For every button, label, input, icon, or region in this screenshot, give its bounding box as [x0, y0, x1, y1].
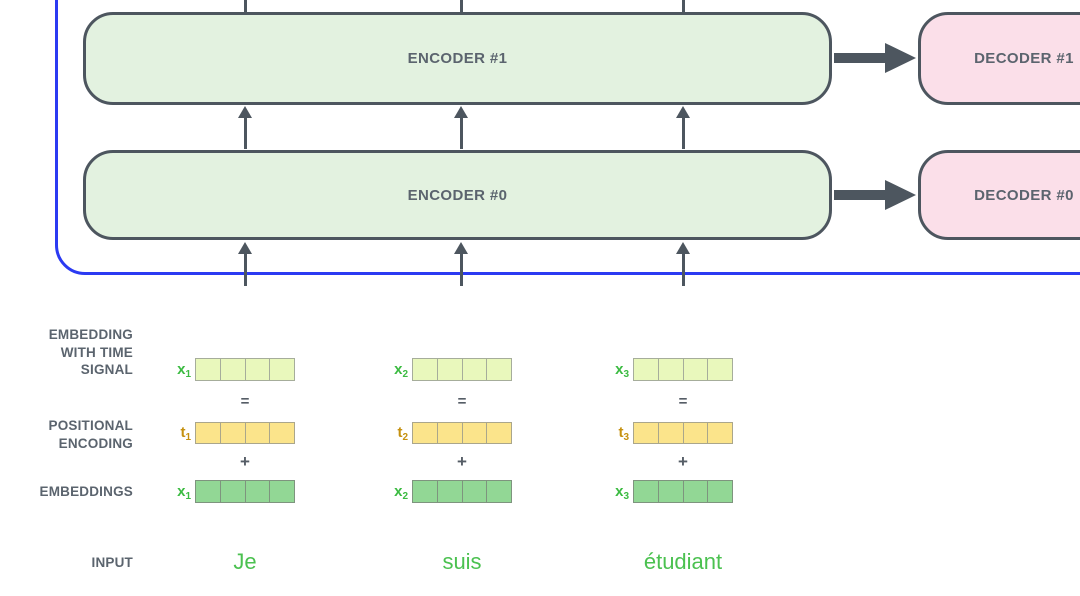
up-arrow-icon — [676, 106, 690, 149]
encoder-to-decoder-arrowhead-icon — [885, 43, 916, 73]
x3-embedding-label: x3 — [615, 483, 629, 502]
t1-positional-label: t1 — [180, 424, 191, 443]
up-arrow-icon — [238, 106, 252, 149]
encoder-to-decoder-arrowhead-icon — [885, 180, 916, 210]
equals-sign: = — [678, 393, 688, 410]
plus-sign: + — [678, 452, 688, 471]
up-arrow-icon — [238, 242, 252, 286]
positional-encoding-vector — [412, 422, 512, 444]
decoder-0-label: DECODER #0 — [974, 186, 1074, 204]
time-signal-vector — [195, 358, 295, 381]
x1-time-signal-label: x1 — [177, 361, 191, 380]
encoder-stack-outline — [55, 0, 1080, 275]
embedding-vector — [412, 480, 512, 503]
decoder-0-box: DECODER #0 — [918, 150, 1080, 240]
time-signal-vector — [633, 358, 733, 381]
equals-sign: = — [457, 393, 467, 410]
input-word: étudiant — [643, 549, 723, 574]
x3-time-signal-label: x3 — [615, 361, 629, 380]
x1-embedding-label: x1 — [177, 483, 191, 502]
decoder-1-box: DECODER #1 — [918, 12, 1080, 105]
up-arrow-icon — [454, 106, 468, 149]
x2-time-signal-label: x2 — [394, 361, 408, 380]
x2-embedding-label: x2 — [394, 483, 408, 502]
up-arrow-icon — [676, 242, 690, 286]
embedding-vector — [195, 480, 295, 503]
encoder-0-box: ENCODER #0 — [83, 150, 832, 240]
input-word: suis — [442, 549, 482, 574]
output-line-token1 — [243, 0, 247, 13]
label-embedding-with-time-signal: EMBEDDING WITH TIME SIGNAL — [48, 327, 133, 377]
label-embeddings: EMBEDDINGS — [39, 484, 133, 499]
encoder-1-label: ENCODER #1 — [407, 50, 508, 67]
label-input: INPUT — [91, 555, 133, 570]
encoder-1-box: ENCODER #1 — [83, 12, 832, 105]
label-positional-encoding: POSITIONAL ENCODING — [48, 418, 133, 451]
plus-sign: + — [240, 452, 250, 471]
input-word: Je — [233, 549, 257, 574]
token-column-2: x2 = t2 + x2 suis — [394, 0, 512, 596]
token-column-1: x1 = t1 + x1 Je — [177, 0, 295, 596]
positional-encoding-vector — [633, 422, 733, 444]
t2-positional-label: t2 — [397, 424, 408, 443]
positional-encoding-vector — [195, 422, 295, 444]
encoder-0-label: ENCODER #0 — [407, 186, 508, 204]
embedding-vector — [633, 480, 733, 503]
token-column-3: x3 = t3 + x3 étudiant — [615, 0, 733, 596]
output-line-token2 — [459, 0, 463, 13]
output-line-token3 — [681, 0, 685, 13]
equals-sign: = — [240, 393, 250, 410]
plus-sign: + — [457, 452, 467, 471]
encoder-to-decoder-arrow-icon — [834, 53, 886, 63]
encoder-to-decoder-arrow-icon — [834, 190, 886, 200]
time-signal-vector — [412, 358, 512, 381]
decoder-1-label: DECODER #1 — [974, 50, 1074, 67]
t3-positional-label: t3 — [618, 424, 629, 443]
up-arrow-icon — [454, 242, 468, 286]
